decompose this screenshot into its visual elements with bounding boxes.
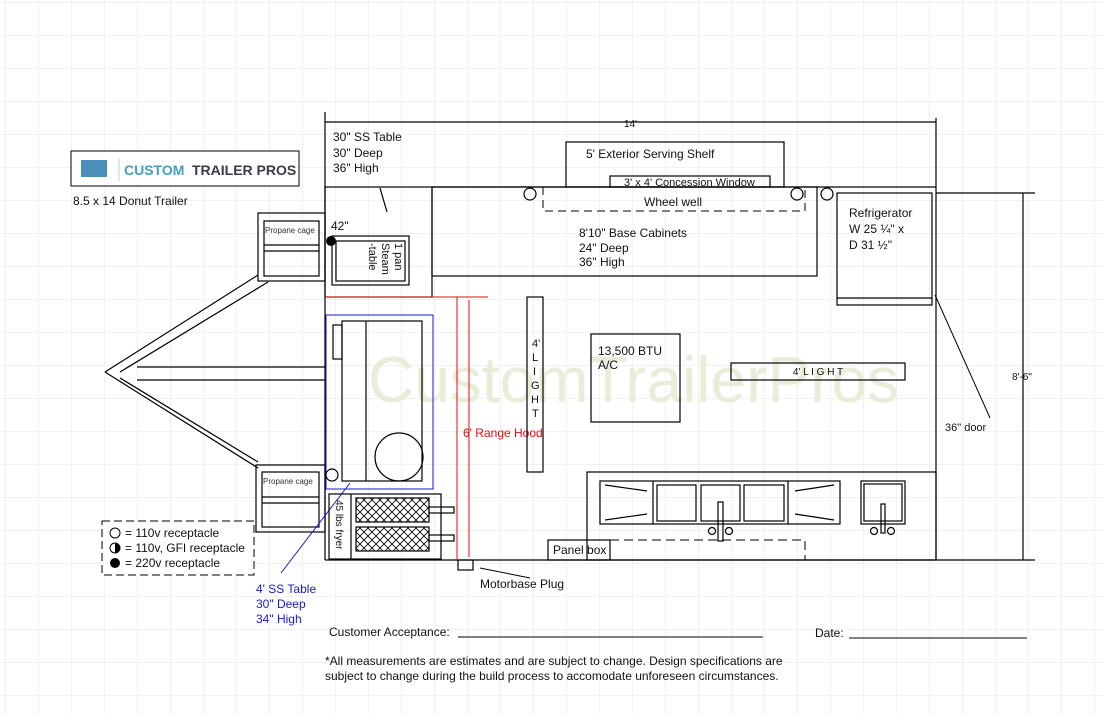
ss-table-4ft — [325, 314, 434, 490]
trailer-title: 8.5 x 14 Donut Trailer — [73, 194, 188, 208]
counter-outline — [610, 539, 806, 560]
light-horizontal-label: 4' L I G H T — [793, 367, 843, 378]
door-label: 36" door — [945, 422, 987, 434]
fryer — [328, 493, 455, 560]
legend-gfi: = 110v, GFI receptacle — [125, 541, 245, 555]
wheel-well-label: Wheel well — [644, 195, 702, 209]
sink-counter — [586, 471, 937, 561]
customer-acceptance-label: Customer Acceptance: — [329, 625, 450, 639]
length-dimension: 14' — [624, 119, 637, 130]
refrigerator — [836, 192, 933, 306]
220v-receptacle-icon — [326, 236, 336, 246]
light-vertical — [526, 296, 544, 473]
panel-box-label: Panel box — [553, 543, 606, 557]
light-horizontal — [730, 362, 906, 381]
legend-110v: = 110v receptacle — [125, 526, 219, 540]
door-swing — [934, 294, 991, 419]
propane-cage-bottom-label: Propane cage — [263, 477, 313, 486]
220v-legend-icon — [110, 558, 120, 568]
disclaimer: *All measurements are estimates and are … — [325, 654, 783, 683]
concession-window-label: 3' x 4' Concession Window — [624, 177, 755, 189]
trailer-tongue — [104, 274, 325, 469]
panel-box — [547, 539, 611, 561]
motorbase-plug-icon — [457, 559, 474, 571]
range-hood-label: 6' Range Hood — [463, 426, 543, 440]
base-cabinets — [431, 186, 818, 277]
svg-text:CUSTOM: CUSTOM — [124, 162, 184, 178]
legend-220v: = 220v receptacle — [125, 556, 220, 570]
griddle — [325, 320, 424, 482]
steam-height-label: 42" — [331, 219, 349, 233]
width-dimension: 8'-6" — [1012, 372, 1032, 383]
110v-receptacle-icons — [523, 187, 834, 201]
gfi-receptacle-icon — [115, 543, 120, 553]
propane-cage-top-label: Propane cage — [265, 226, 315, 235]
serving-shelf-label: 5' Exterior Serving Shelf — [586, 147, 715, 161]
ac-unit — [590, 333, 681, 423]
steam-table — [331, 235, 410, 286]
logo: CUSTOM TRAILER PROS — [70, 150, 300, 187]
steam-table-label: 1 panSteam-table — [366, 243, 404, 275]
fryer-label: 45 lbs fryer — [333, 500, 344, 550]
motorbase-leader — [479, 567, 531, 579]
legend — [101, 520, 255, 576]
svg-text:TRAILER PROS: TRAILER PROS — [192, 162, 296, 178]
110v-receptacle-icon — [109, 527, 121, 539]
ss-table-leader — [280, 482, 351, 574]
motorbase-label: Motorbase Plug — [480, 577, 564, 591]
propane-cage-top — [257, 212, 326, 282]
propane-cage-bottom — [255, 464, 326, 533]
date-label: Date: — [815, 626, 844, 640]
range-hood — [325, 296, 488, 560]
